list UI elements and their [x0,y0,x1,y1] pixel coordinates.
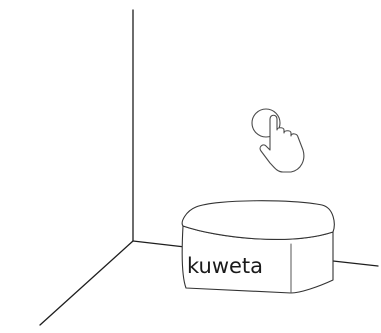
box-label: kuweta [187,254,263,278]
hand-shape [260,115,304,172]
floor-back-edge-right [333,261,378,266]
floor-left-edge [40,241,133,325]
floor-back-edge-left [133,241,185,247]
tap-hand-icon[interactable] [252,109,304,172]
kuweta-box[interactable]: kuweta [182,201,334,293]
